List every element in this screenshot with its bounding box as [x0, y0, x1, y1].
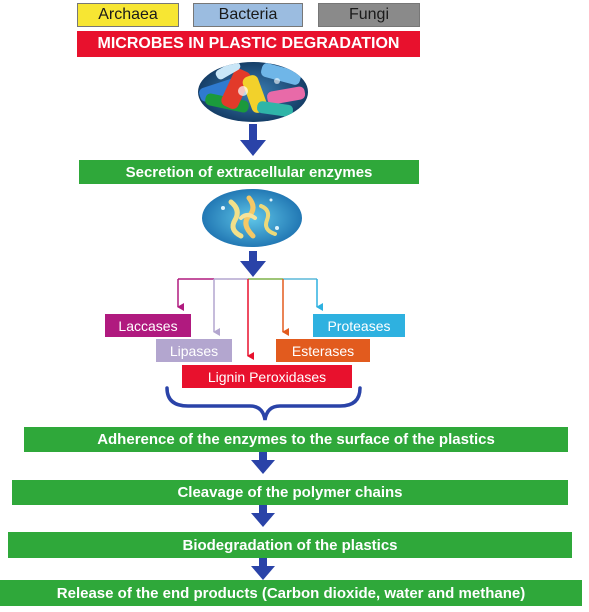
enzyme-esterases: Esterases [275, 338, 371, 363]
step-adherence: Adherence of the enzymes to the surface … [24, 427, 568, 452]
enzyme-laccases: Laccases [104, 313, 192, 338]
enzyme-laccases-label: Laccases [118, 317, 178, 334]
enzymes-image [202, 189, 302, 247]
step-release-text: Release of the end products (Carbon diox… [56, 584, 526, 602]
step-release: Release of the end products (Carbon diox… [0, 580, 582, 606]
plastic-bottles-image [198, 62, 308, 122]
step-cleavage: Cleavage of the polymer chains [12, 480, 568, 505]
enzyme-lipases-label: Lipases [169, 342, 219, 359]
kingdom-archaea: Archaea [77, 3, 179, 27]
arrow-down-icon [251, 505, 275, 527]
enzyme-lignin-label: Lignin Peroxidases [207, 368, 327, 385]
arrow-down-icon [251, 558, 275, 580]
diagram-title-text: MICROBES IN PLASTIC DEGRADATION [97, 35, 400, 52]
kingdom-bacteria-label: Bacteria [218, 6, 278, 23]
kingdom-archaea-label: Archaea [98, 6, 158, 23]
arrow-down-icon [240, 124, 266, 156]
curly-brace-icon [165, 386, 362, 421]
kingdom-bacteria: Bacteria [193, 3, 303, 27]
arrow-down-icon [240, 251, 266, 277]
enzyme-lipases: Lipases [155, 338, 233, 363]
diagram-title: MICROBES IN PLASTIC DEGRADATION [77, 31, 420, 57]
step-biodegradation-text: Biodegradation of the plastics [182, 536, 398, 554]
kingdom-fungi-label: Fungi [348, 6, 390, 23]
enzyme-lignin-peroxidases: Lignin Peroxidases [181, 364, 353, 389]
arrow-down-icon [251, 452, 275, 474]
enzyme-esterases-label: Esterases [291, 342, 355, 359]
step-cleavage-text: Cleavage of the polymer chains [177, 484, 403, 501]
step-adherence-text: Adherence of the enzymes to the surface … [97, 431, 495, 448]
kingdom-fungi: Fungi [318, 3, 420, 27]
step-secretion: Secretion of extracellular enzymes [79, 160, 419, 184]
enzyme-proteases-label: Proteases [327, 317, 391, 334]
enzyme-proteases: Proteases [312, 313, 406, 338]
step-secretion-text: Secretion of extracellular enzymes [125, 163, 373, 181]
step-biodegradation: Biodegradation of the plastics [8, 532, 572, 558]
